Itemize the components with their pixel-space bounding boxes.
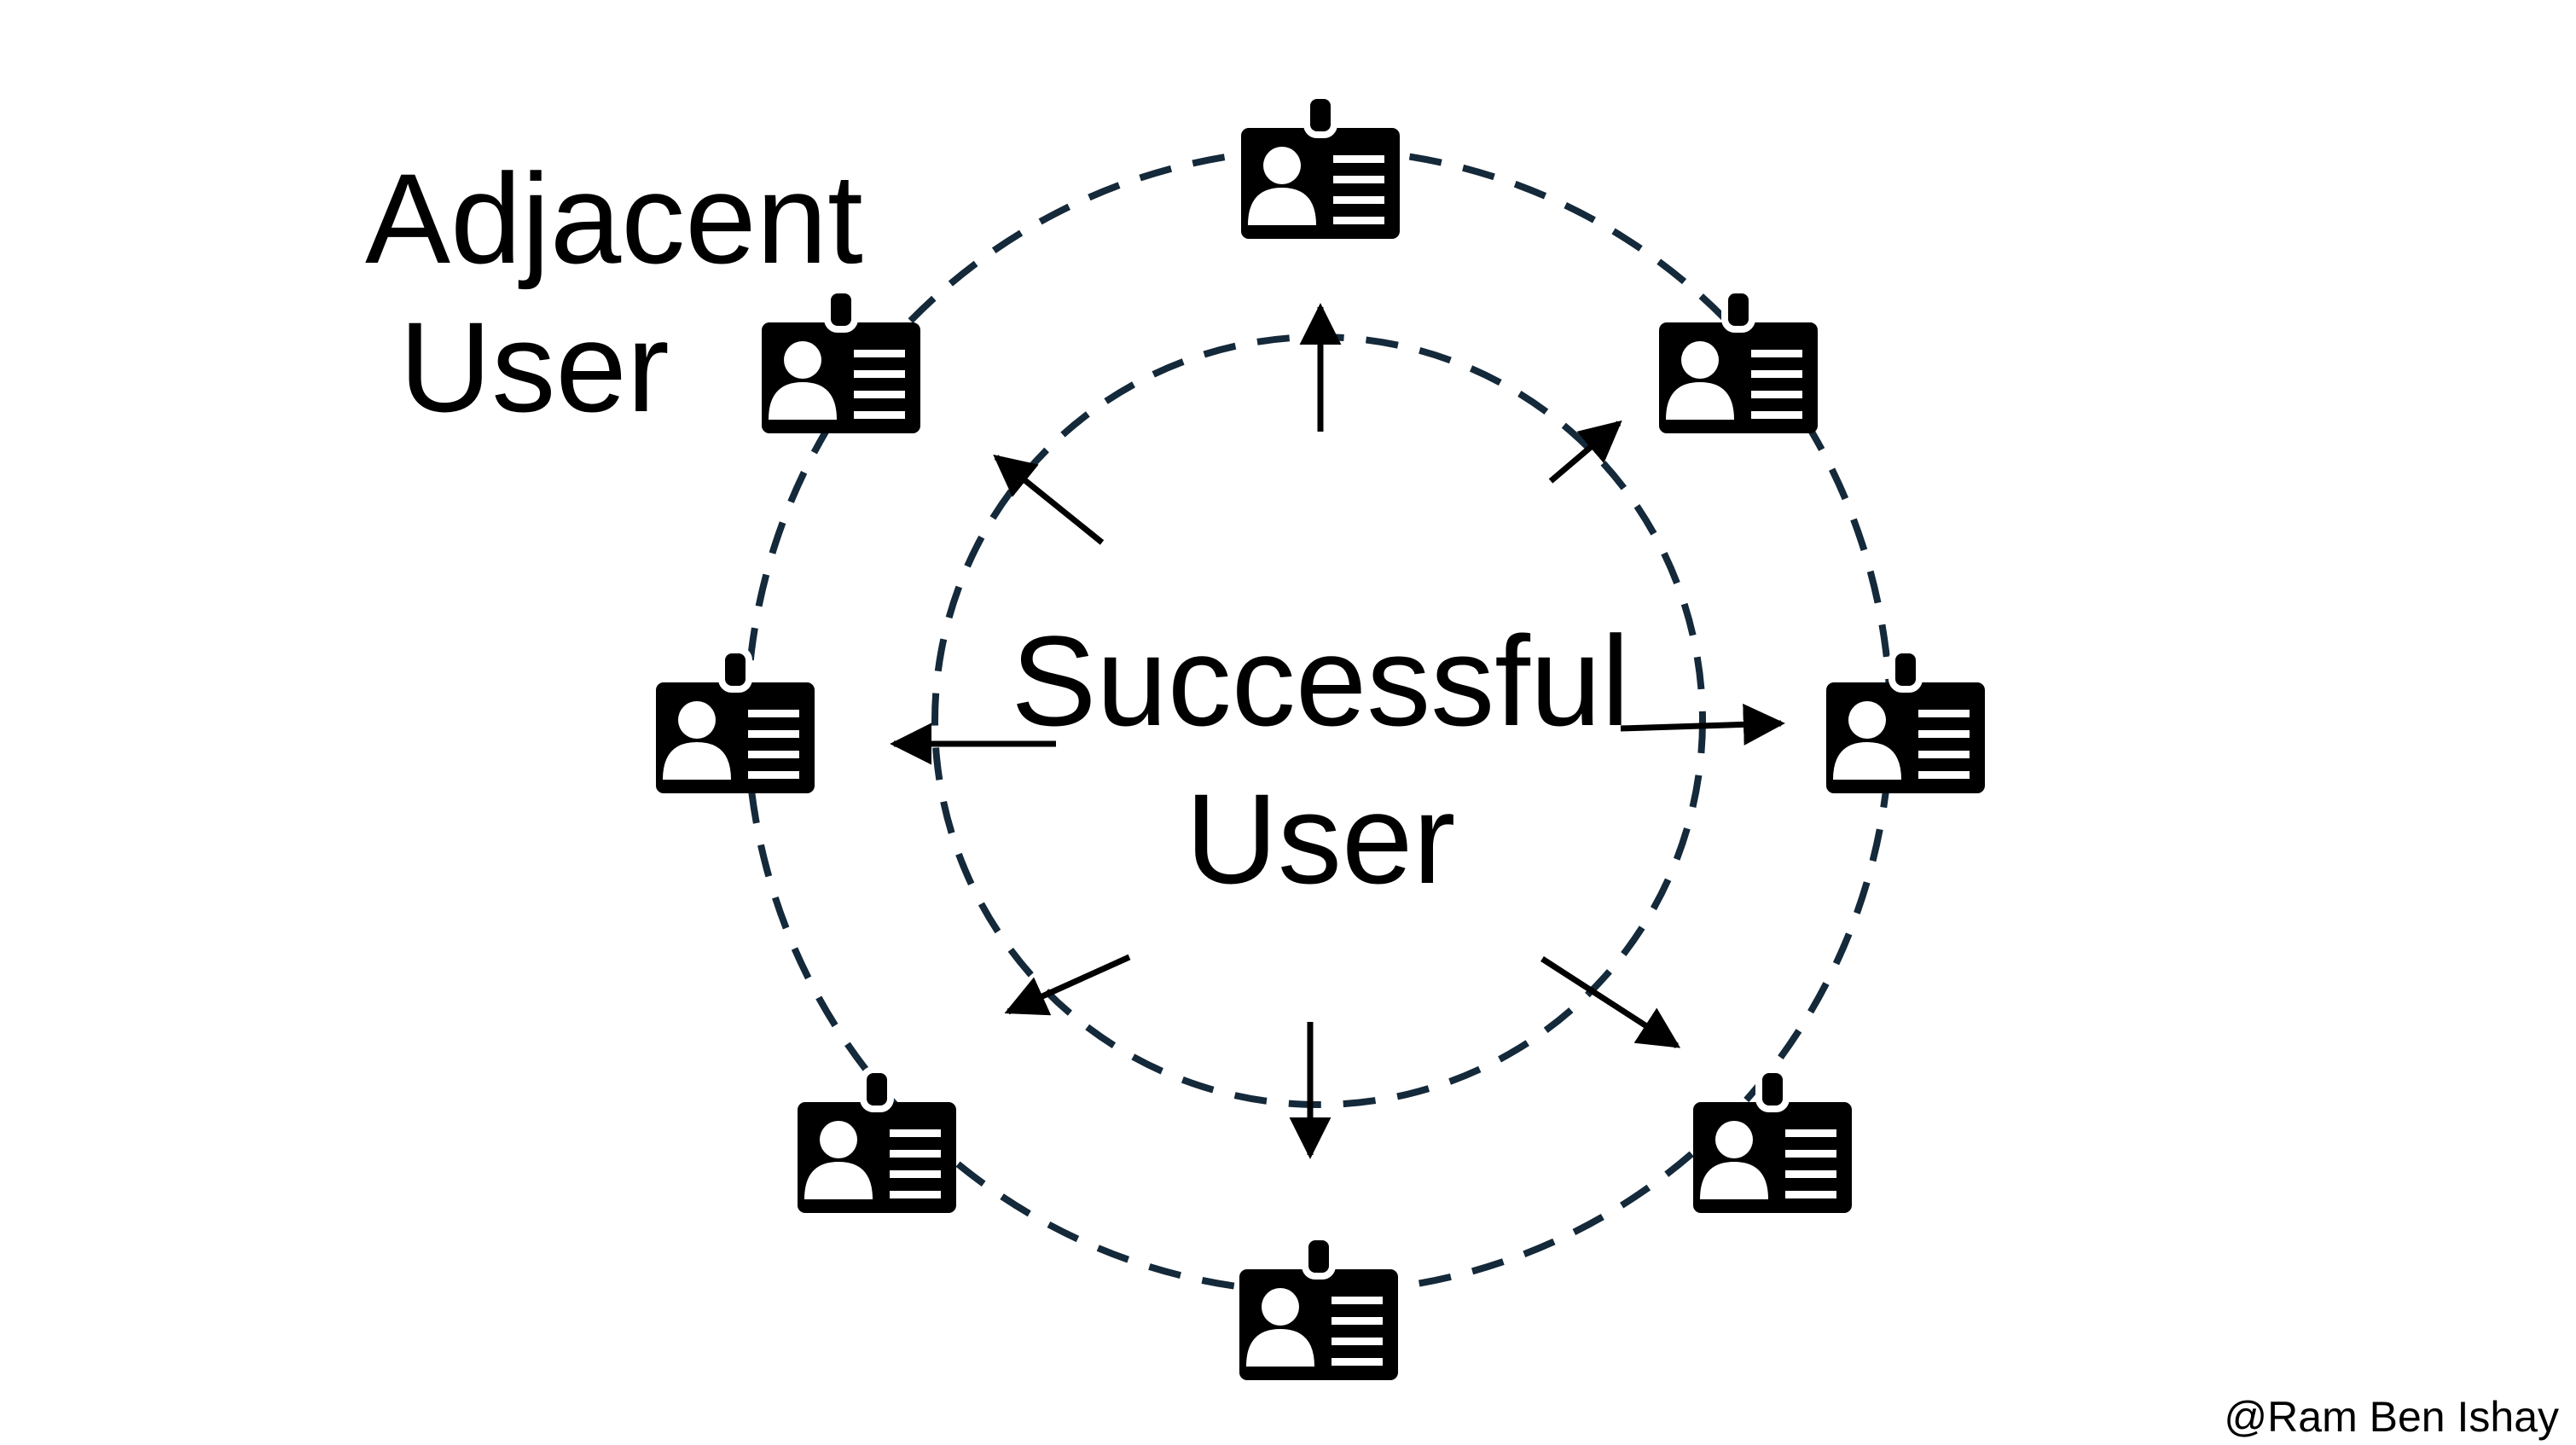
successful-user-label-line1: Successful [1011, 609, 1629, 752]
arrow-up-right [1548, 420, 1622, 484]
id-badge-icon [656, 650, 815, 793]
id-badge-icon [1826, 650, 1985, 793]
id-badge-icon [1693, 1070, 1852, 1213]
id-badge-icon [1659, 290, 1818, 433]
arrow-down-left [1004, 954, 1131, 1016]
adjacent-user-label-line2: User [399, 295, 670, 438]
arrow-up-left [993, 454, 1105, 545]
id-badge-icon [798, 1070, 956, 1213]
id-badge-icon [762, 290, 920, 433]
arrows [890, 303, 1785, 1159]
adjacent-user-label-line1: Adjacent [365, 147, 863, 290]
author-credit: @Ram Ben Ishay [2224, 1393, 2559, 1441]
successful-user-label-line2: User [1186, 767, 1456, 910]
id-badge-icon [1241, 96, 1400, 239]
arrow-right [1620, 703, 1785, 746]
arrow-down-right [1540, 956, 1681, 1048]
id-badge-icon [1239, 1237, 1398, 1380]
